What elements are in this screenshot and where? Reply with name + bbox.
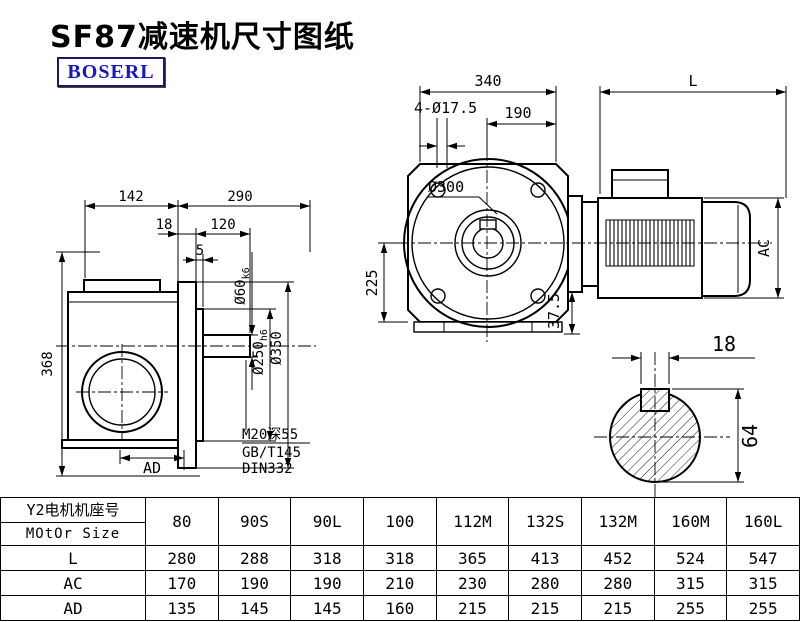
- table-cell: 210: [362, 570, 437, 596]
- front-dimensions: 340 L 4-Ø17.5 190 Ø300: [363, 72, 787, 335]
- dim-flange-diameter: Ø350: [269, 331, 285, 365]
- standard-note-1: GB/T145: [242, 445, 301, 461]
- dim-368: 368: [40, 351, 56, 376]
- dim-L: L: [688, 72, 697, 90]
- thread-note: M20深55: [242, 427, 298, 443]
- table-cell: 280: [145, 545, 219, 571]
- dim-key-width: 18: [712, 332, 736, 356]
- dim-300: Ø300: [428, 178, 464, 196]
- dim-290: 290: [227, 189, 252, 205]
- table-header-cell: 100: [362, 497, 437, 546]
- table-header-cell: 90S: [217, 497, 292, 546]
- dim-over-key: 64: [738, 424, 762, 448]
- dim-190: 190: [504, 104, 531, 122]
- dim-120: 120: [210, 217, 235, 233]
- table-header-cell: 132S: [508, 497, 582, 546]
- section-dimensions: 18 64: [612, 332, 762, 483]
- table-cell: 280: [580, 570, 655, 596]
- table-cell: 215: [508, 595, 582, 621]
- table-header-row: Y2电机机座号 MOtOr Size 80 90S 90L 100 112M 1…: [0, 497, 800, 546]
- table-cell: 288: [217, 545, 292, 571]
- motor-frame-label-cn: Y2电机机座号: [1, 498, 145, 523]
- table-row: L 280 288 318 318 365 413 452 524 547: [0, 545, 800, 571]
- table-cell: 215: [580, 595, 655, 621]
- table-cell: 280: [508, 570, 582, 596]
- left-side-view: 142 290 18 120 5 368: [40, 189, 316, 477]
- dim-5: 5: [196, 243, 204, 259]
- table-header-cell: 112M: [435, 497, 510, 546]
- dim-18: 18: [156, 217, 173, 233]
- table-cell: 190: [290, 570, 364, 596]
- dimension-table-wrap: Y2电机机座号 MOtOr Size 80 90S 90L 100 112M 1…: [0, 497, 800, 621]
- left-diameter-labels: Ø60k6 Ø250h6 Ø350: [196, 252, 294, 469]
- table-cell: 318: [290, 545, 364, 571]
- table-cell: 318: [362, 545, 437, 571]
- left-dimensions: 142 290 18 120 5 368: [40, 189, 311, 477]
- technical-drawing: 142 290 18 120 5 368: [40, 72, 787, 497]
- table-cell: 413: [508, 545, 582, 571]
- dim-spigot-diameter: Ø250h6: [251, 329, 270, 375]
- table-cell: 135: [145, 595, 219, 621]
- dim-225: 225: [363, 269, 381, 296]
- table-cell: 160: [362, 595, 437, 621]
- table-cell: 145: [290, 595, 364, 621]
- motor-frame-label-en: MOtOr Size: [25, 526, 121, 542]
- brand-logo: BOSERL: [67, 61, 155, 83]
- dim-AC: AC: [755, 239, 773, 257]
- left-flange-shaft: [177, 281, 251, 469]
- dim-37-5: 37.5: [545, 293, 563, 329]
- page-title: SF87减速机尺寸图纸: [50, 20, 355, 55]
- table-cell: 170: [145, 570, 219, 596]
- table-cell: 145: [217, 595, 292, 621]
- left-thread-notes: M20深55 GB/T145 DIN332: [242, 360, 310, 477]
- table-cell: 547: [726, 545, 800, 571]
- table-header-cell: Y2电机机座号 MOtOr Size: [0, 497, 146, 546]
- front-motor: [567, 169, 751, 299]
- table-row: AD 135 145 145 160 215 215 215 255 255: [0, 595, 800, 621]
- table-header-cell: 160M: [653, 497, 728, 546]
- table-cell: 365: [435, 545, 510, 571]
- table-row: AC 170 190 190 210 230 280 280 315 315: [0, 570, 800, 596]
- table-cell: 452: [580, 545, 655, 571]
- table-cell: 255: [726, 595, 800, 621]
- table-cell: 215: [435, 595, 510, 621]
- table-cell: 230: [435, 570, 510, 596]
- dim-bolt-holes: 4-Ø17.5: [414, 99, 477, 117]
- row-label: AC: [0, 570, 146, 596]
- table-cell: 315: [726, 570, 800, 596]
- table-cell: 524: [653, 545, 728, 571]
- brand-logo-box: BOSERL: [57, 57, 165, 87]
- dim-340: 340: [474, 72, 501, 90]
- table-header-cell: 90L: [290, 497, 364, 546]
- shaft-section-view: 18 64: [594, 332, 762, 497]
- standard-note-2: DIN332: [242, 461, 293, 477]
- table-cell: 255: [653, 595, 728, 621]
- row-label: AD: [0, 595, 146, 621]
- table-header-cell: 80: [145, 497, 219, 546]
- table-cell: 315: [653, 570, 728, 596]
- dimension-table: Y2电机机座号 MOtOr Size 80 90S 90L 100 112M 1…: [0, 497, 800, 621]
- dim-142: 142: [118, 189, 143, 205]
- table-header-cell: 132M: [580, 497, 655, 546]
- section-centerlines: [594, 352, 730, 497]
- dim-AD: AD: [143, 459, 161, 477]
- front-centerlines: [396, 148, 772, 342]
- table-header-cell: 160L: [726, 497, 800, 546]
- left-housing-outline: [61, 279, 185, 449]
- table-cell: 190: [217, 570, 292, 596]
- dim-shaft-diameter: Ø60k6: [233, 267, 252, 304]
- front-view: 340 L 4-Ø17.5 190 Ø300: [363, 72, 787, 342]
- row-label: L: [0, 545, 146, 571]
